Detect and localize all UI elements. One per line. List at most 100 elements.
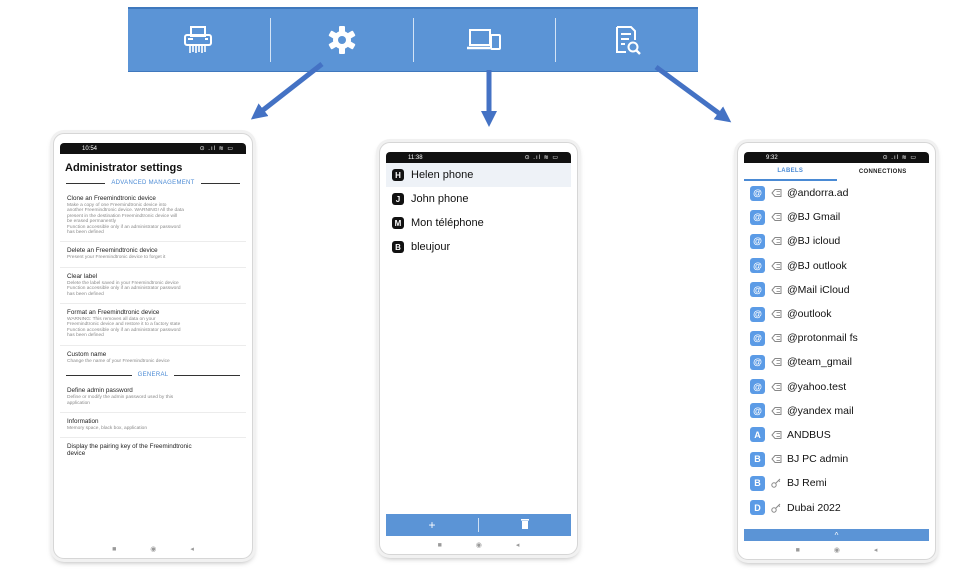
label-name: @outlook — [787, 308, 832, 321]
label-list: @@andorra.ad@@BJ Gmail@@BJ icloud@@BJ ou… — [744, 181, 929, 520]
label-item[interactable]: @@BJ Gmail — [744, 205, 929, 229]
label-item[interactable]: @@BJ icloud — [744, 229, 929, 253]
top-toolbar — [128, 7, 698, 72]
label-name: BJ Remi — [787, 477, 827, 490]
key-icon — [770, 503, 782, 513]
section-heading: ADVANCED MANAGEMENT — [60, 178, 246, 190]
device-item[interactable]: M Mon téléphone — [386, 211, 571, 235]
android-nav-bar: ■ ◉ ◂ — [738, 544, 935, 556]
delete-device-button[interactable] — [479, 518, 571, 532]
gear-icon — [328, 26, 355, 54]
settings-button[interactable] — [271, 9, 413, 71]
label-item[interactable]: @ @andorra.ad — [744, 181, 929, 205]
toolbar-divider — [269, 18, 271, 62]
recent-apps-icon[interactable]: ■ — [437, 541, 442, 549]
device-badge: M — [392, 217, 404, 229]
label-badge: @ — [750, 209, 765, 225]
tag-icon — [770, 261, 782, 271]
shredder-icon — [183, 26, 212, 53]
setting-delete-device[interactable]: Delete an Freemindtronic device Present … — [60, 242, 246, 268]
admin-settings-phone: 10:54 ⊙ .ıl ≋ ▭ Administrator settings A… — [53, 133, 253, 559]
setting-custom-name[interactable]: Custom name Change the name of your Free… — [67, 350, 170, 364]
scroll-up-button[interactable]: ^ — [744, 529, 929, 541]
search-document-button[interactable] — [556, 9, 698, 71]
label-badge: B — [750, 475, 765, 491]
label-item[interactable]: @ @yahoo.test — [744, 375, 929, 399]
label-name: @protonmail fs — [787, 332, 858, 345]
back-icon[interactable]: ◂ — [873, 547, 878, 554]
devices-phone: 11:38 ⊙ .ıl ≋ ▭ H Helen phone J John pho… — [379, 142, 578, 555]
labels-tabs: LABELS CONNECTIONS — [744, 163, 929, 181]
status-bar: 9:32 ⊙ .ıl ≋ ▭ — [744, 152, 929, 163]
device-item[interactable]: H Helen phone — [386, 163, 571, 187]
shredder-button[interactable] — [128, 9, 270, 71]
label-badge: @ — [750, 354, 765, 370]
label-item[interactable]: @ @protonmail fs — [744, 326, 929, 350]
label-badge: @ — [750, 185, 765, 201]
status-bar: 10:54 ⊙ .ıl ≋ ▭ — [60, 143, 246, 154]
recent-apps-icon[interactable]: ■ — [112, 545, 117, 553]
android-nav-bar: ■ ◉ ◂ — [54, 543, 252, 555]
label-item[interactable]: B BJ Remi — [744, 471, 929, 495]
label-name: ANDBUS — [787, 428, 831, 441]
status-bar: 11:38 ⊙ .ıl ≋ ▭ — [386, 152, 571, 163]
label-item[interactable]: A ANDBUS — [744, 423, 929, 447]
toolbar-divider — [555, 18, 557, 62]
label-name: @andorra.ad — [787, 187, 849, 200]
label-badge: @ — [750, 403, 765, 419]
home-icon[interactable]: ◉ — [833, 547, 840, 554]
device-name: bleujour — [411, 241, 451, 253]
status-icons: ⊙ .ıl ≋ ▭ — [199, 146, 234, 152]
device-item[interactable]: J John phone — [386, 187, 571, 211]
setting-admin-password[interactable]: Define admin password Define or modify t… — [60, 382, 246, 413]
status-time: 10:54 — [82, 145, 98, 152]
setting-format-device[interactable]: Format an Freemindtronic device WARNING:… — [60, 304, 246, 346]
recent-apps-icon[interactable]: ■ — [795, 546, 800, 554]
device-name: Mon téléphone — [411, 217, 484, 229]
status-time: 9:32 — [766, 154, 778, 161]
devices-button[interactable] — [414, 9, 556, 71]
label-item[interactable]: @ @outlook — [744, 302, 929, 326]
label-item[interactable]: @ @Mail iCloud — [744, 278, 929, 302]
device-name: John phone — [411, 193, 469, 205]
setting-clear-label[interactable]: Clear label Delete the label saved in yo… — [60, 268, 246, 305]
label-name: @BJ outlook — [787, 259, 847, 272]
tab-labels[interactable]: LABELS — [744, 163, 837, 181]
status-time: 11:38 — [408, 154, 423, 161]
label-item[interactable]: @@BJ outlook — [744, 254, 929, 278]
label-badge: @ — [750, 306, 765, 322]
tab-connections[interactable]: CONNECTIONS — [858, 169, 907, 175]
label-name: BJ PC admin — [787, 453, 849, 466]
label-name: @Mail iCloud — [787, 283, 850, 296]
label-name: @yandex mail — [787, 404, 854, 417]
device-name: Helen phone — [411, 169, 474, 181]
label-item[interactable]: @ @yandex mail — [744, 399, 929, 423]
toolbar-divider — [412, 18, 414, 62]
add-device-button[interactable]: + — [428, 518, 436, 532]
tag-icon — [770, 382, 782, 392]
device-item[interactable]: B bleujour — [386, 235, 571, 259]
label-name: @yahoo.test — [787, 380, 847, 393]
back-icon[interactable]: ◂ — [515, 542, 520, 549]
trash-icon — [521, 519, 529, 529]
setting-clone-device[interactable]: Clone an Freemindtronic device Make a co… — [60, 190, 246, 243]
home-icon[interactable]: ◉ — [475, 542, 482, 549]
admin-screen: 10:54 ⊙ .ıl ≋ ▭ Administrator settings A… — [60, 143, 246, 540]
tag-icon — [770, 309, 782, 319]
document-search-icon — [616, 26, 641, 55]
label-item[interactable]: @@team_gmail — [744, 350, 929, 374]
home-icon[interactable]: ◉ — [150, 546, 157, 553]
back-icon[interactable]: ◂ — [190, 546, 194, 553]
devices-action-bar: + — [386, 514, 571, 536]
label-badge: @ — [750, 282, 765, 298]
label-badge: A — [750, 427, 765, 443]
label-badge: @ — [750, 330, 765, 346]
setting-pairing-key[interactable]: Display the pairing key of the Freemindt… — [67, 443, 192, 458]
tag-icon — [770, 406, 782, 416]
label-badge: @ — [750, 379, 765, 395]
tag-icon — [770, 430, 782, 440]
labels-phone: 9:32 ⊙ .ıl ≋ ▭ LABELS CONNECTIONS @ @ando… — [737, 142, 936, 560]
setting-information[interactable]: Information Memory space, black box, app… — [60, 413, 246, 439]
